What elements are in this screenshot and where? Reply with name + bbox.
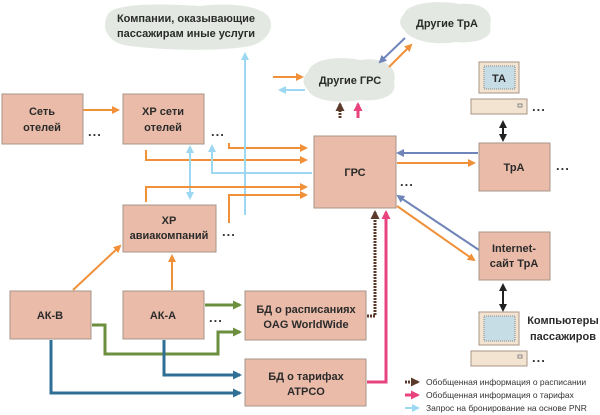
ak-a-label: АК-А [150, 310, 176, 322]
ellipsis-hotel-network: ... [88, 124, 102, 139]
passenger-computers-label-1: Компьютеры [527, 315, 599, 327]
other-gds-cloud: Другие ГРС [303, 58, 395, 102]
travel-agency-box: ТрА [478, 142, 551, 192]
atpco-db-label-1: БД о тарифах [268, 371, 344, 383]
arrow-hotel-crs-to-gds-2 [145, 150, 308, 164]
legend-tariff-label: Обобщенная информация о тарифах [426, 390, 575, 400]
internet-site-label-2: сайт ТрА [490, 258, 539, 270]
ellipsis-passenger-computer: ... [532, 350, 546, 365]
arrow-aka-to-atpco [162, 340, 242, 380]
arrow-airline-crs-to-gds-1 [145, 183, 308, 202]
passenger-computers-label-2: пассажиров [530, 331, 596, 343]
arrow-gds-to-internet [396, 205, 476, 262]
airline-crs-label-1: ХР [162, 215, 177, 227]
arrow-other-tra-to-other-gds [378, 37, 406, 64]
internet-site-label-1: Internet- [492, 243, 536, 255]
arrow-akb-to-airline-crs [72, 244, 122, 291]
arrow-atpco-to-gds [367, 210, 391, 384]
arrow-pnr-to-hotel-crs [208, 144, 312, 174]
legend-schedule-label: Обобщенная информация о расписании [426, 377, 586, 387]
arrow-oag-to-gds [367, 210, 380, 318]
ak-a-box: АК-А [122, 290, 205, 340]
ellipsis-travel-agency: ... [556, 158, 570, 173]
ta-terminal-label: ТА [492, 73, 506, 85]
arrow-airline-crs-to-gds-2 [228, 191, 308, 223]
internet-site-box: Internet- сайт ТрА [478, 231, 551, 281]
atpco-db-label-2: ATPCO [287, 386, 325, 398]
hotel-network-box: Сеть отелей [1, 93, 84, 145]
other-services-cloud: Компании, оказывающие пассажирам иные ус… [104, 4, 272, 50]
ak-b-label: АК-В [37, 310, 63, 322]
hotel-crs-label-1: ХР сети [142, 106, 184, 118]
airline-crs-box: ХР авиакомпаний [122, 204, 217, 253]
ellipsis-hotel-crs: ... [211, 124, 225, 139]
travel-agency-label: ТрА [504, 162, 525, 174]
legend-pnr-label: Запрос на бронирование на основе PNR [426, 403, 587, 413]
other-gds-label: Другие ГРС [319, 75, 381, 87]
other-services-label-1: Компании, оказывающие [117, 13, 255, 25]
gds-box: ГРС [313, 135, 397, 209]
hotel-network-label-1: Сеть [29, 106, 55, 118]
passenger-computer-icon [470, 311, 528, 367]
hotel-crs-label-2: отелей [144, 122, 182, 134]
hotel-network-label-2: отелей [23, 122, 61, 134]
airline-crs-label-2: авиакомпаний [130, 230, 209, 242]
other-services-label-2: пассажирам иные услуги [117, 28, 255, 40]
ellipsis-airline-crs: ... [222, 224, 236, 239]
arrow-akb-to-oag [92, 323, 242, 356]
arrow-hotel-crs-to-gds-1 [228, 143, 308, 152]
ellipsis-gds: ... [400, 174, 414, 189]
oag-db-label-2: OAG WorldWide [263, 319, 348, 331]
other-tra-label: Другие ТрА [416, 18, 478, 30]
arrow-internet-to-gds [396, 194, 480, 251]
oag-db-label-1: БД о расписаниях [256, 304, 356, 316]
ellipsis-ak-a: ... [209, 310, 223, 325]
arrow-other-gds-to-other-tra [388, 43, 413, 68]
ellipsis-ta-terminal: ... [532, 99, 546, 114]
ta-terminal-computer-icon: ТА [470, 61, 528, 115]
atpco-db-box: БД о тарифах ATPCO [244, 358, 367, 407]
arrow-akb-to-atpco [49, 340, 242, 398]
hotel-crs-box: ХР сети отелей [122, 93, 205, 145]
oag-db-box: БД о расписаниях OAG WorldWide [244, 290, 367, 341]
gds-label: ГРС [344, 167, 365, 179]
ak-b-box: АК-В [9, 290, 92, 340]
legend: Обобщенная информация о расписании Обобщ… [405, 377, 587, 413]
other-tra-cloud: Другие ТрА [400, 2, 491, 44]
